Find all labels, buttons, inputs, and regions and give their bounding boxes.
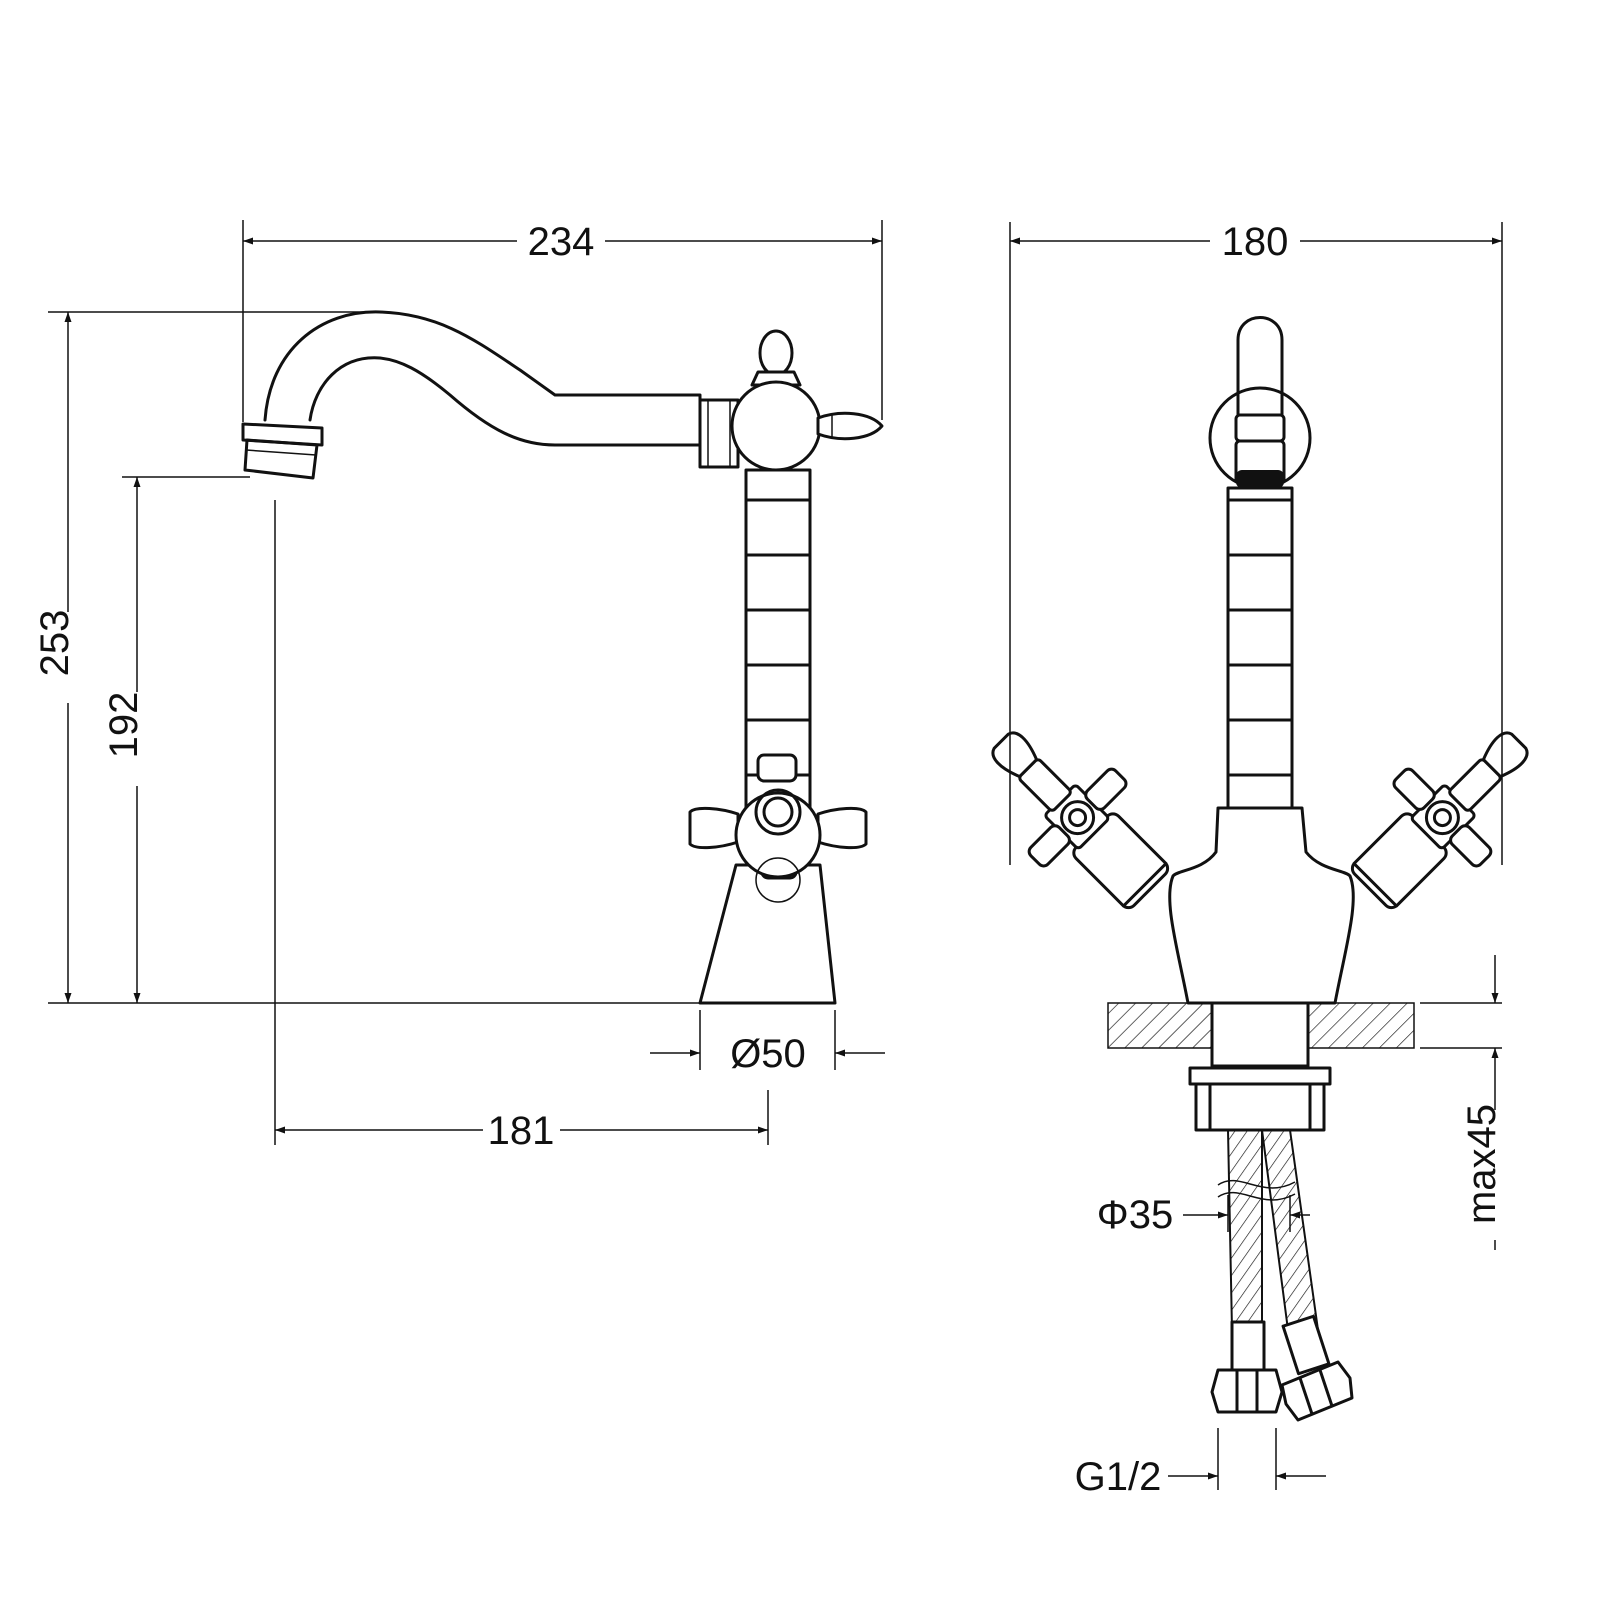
cross-handle	[688, 753, 868, 903]
left-valve	[991, 731, 1170, 910]
top-finial	[730, 329, 884, 472]
dim-overall-width-front: 180	[1222, 220, 1289, 264]
column-front	[1226, 486, 1294, 812]
dim-base-diameter: Ø50	[730, 1032, 806, 1076]
dim-overall-height: 253	[33, 610, 77, 677]
aerator	[241, 422, 324, 480]
side-view: 234 253 192 Ø50 181	[33, 220, 885, 1153]
fixing-nut	[1188, 1066, 1332, 1132]
hoses	[1210, 1129, 1354, 1422]
dim-max-deck-thickness: max45	[1460, 1104, 1504, 1224]
dim-spout-reach: 181	[488, 1109, 555, 1153]
dim-hole-diameter: Φ35	[1097, 1193, 1173, 1237]
spout-front	[1208, 316, 1312, 490]
right-valve	[1350, 731, 1529, 910]
deck-section	[1107, 1001, 1415, 1068]
spout-outline	[263, 310, 702, 447]
dim-overall-width-side: 234	[528, 220, 595, 264]
body-column	[744, 468, 812, 812]
base-cone	[698, 863, 837, 1005]
mixer-body	[1168, 806, 1355, 1005]
front-view: 180 max45 Φ35 G1/2	[991, 220, 1529, 1499]
dim-spout-height: 192	[102, 692, 146, 759]
dim-connection-thread: G1/2	[1075, 1455, 1162, 1499]
